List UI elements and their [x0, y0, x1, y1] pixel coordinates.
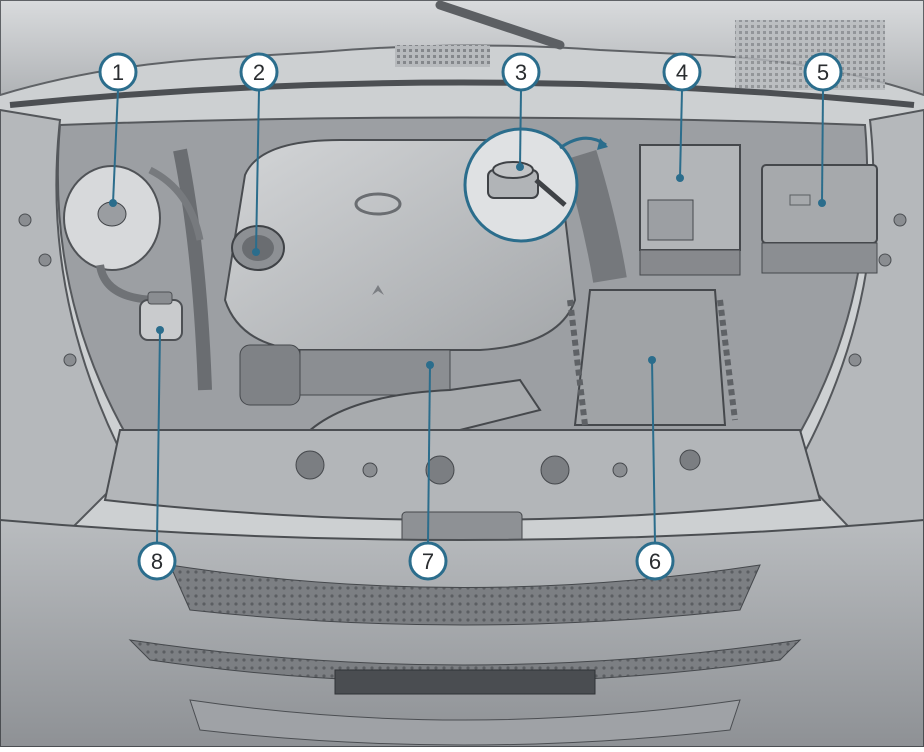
- front-panel: [103, 429, 822, 521]
- coolant-hose: [148, 166, 204, 241]
- intake-hose: [563, 150, 627, 283]
- leader-8: [156, 329, 161, 544]
- leader-2: [255, 89, 260, 253]
- coolant-reservoir: [63, 165, 161, 304]
- callout-6: 6: [635, 541, 675, 581]
- callout-4: 4: [662, 52, 702, 92]
- callout-2-number: 2: [253, 60, 265, 85]
- leader-3: [519, 89, 522, 168]
- callout-4-number: 4: [676, 60, 688, 85]
- callout-7: 7: [408, 541, 448, 581]
- callout-1: 1: [98, 52, 138, 92]
- leader-4: [679, 89, 683, 179]
- callout-8-number: 8: [151, 549, 163, 574]
- callout-1-number: 1: [112, 60, 124, 85]
- front-bumper: [0, 518, 924, 748]
- callout-2: 2: [239, 52, 279, 92]
- callout-3: 3: [501, 52, 541, 92]
- leader-6: [651, 359, 656, 544]
- grille: [169, 564, 761, 626]
- fuse-box: [761, 164, 878, 274]
- leader-7: [427, 364, 431, 544]
- leader-lines: [112, 89, 824, 544]
- alternator: [239, 344, 301, 406]
- callout-5-number: 5: [817, 60, 829, 85]
- cowl-vent-left: [395, 45, 490, 67]
- callout-6-number: 6: [649, 549, 661, 574]
- callout-8: 8: [137, 541, 177, 581]
- callout-5: 5: [803, 52, 843, 92]
- leader-1: [112, 89, 119, 204]
- callout-7-number: 7: [422, 549, 434, 574]
- brake-fluid-reservoir: [139, 291, 183, 341]
- license-plate-area: [334, 669, 596, 695]
- leader-end-dots: [109, 163, 826, 369]
- radiator-hose: [173, 148, 212, 391]
- hood-rail: [9, 79, 915, 108]
- washer-fluid-cap-inset: [463, 127, 608, 243]
- wiper-arm: [435, 0, 565, 50]
- battery: [639, 144, 741, 276]
- front-lip: [189, 699, 741, 746]
- intake-manifold: [299, 349, 451, 396]
- front-panel-holes: [295, 449, 701, 485]
- leader-5: [821, 89, 824, 204]
- callout-3-number: 3: [515, 60, 527, 85]
